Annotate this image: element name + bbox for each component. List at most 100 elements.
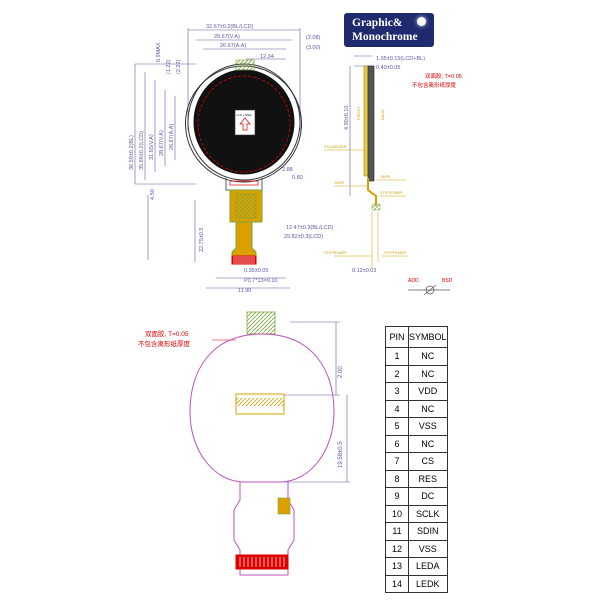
dim-aa-width: 26.67(A.A) [220,43,246,49]
brand-logo: Graphic& Monochrome [344,13,434,47]
pin-number: 4 [385,399,409,418]
pin-number: 3 [385,382,409,401]
dim-center: 12.34 [260,54,274,60]
back-fpc-contacts [235,554,289,570]
label-back: BACK [380,109,385,120]
back-note-line1: 双面胶, T=0.05 [145,329,189,338]
pin-symbol: VDD [408,382,448,401]
dim-back-200: 2.00 [338,366,344,378]
pin-symbol: VSS [408,539,448,558]
dim-h-lcd: 35.66±0.2(LCD) [139,131,145,170]
panel-label-text: LCD LABEL [236,113,253,117]
bottom-back-view: 双面胶, T=0.05 不包含离形纸厚度 2.00 19.58±0.5 [138,311,350,576]
pin-symbol: CS [408,452,448,471]
back-fpc-component [277,497,291,515]
pin-number: 6 [385,434,409,453]
side-stiffener [371,203,381,211]
pin-symbol: LEDK [408,574,448,593]
dim-222: (2.22) [176,59,182,74]
pin-number: 2 [385,364,409,383]
dim-h-aa: 26.67(A.A) [169,124,175,150]
side-note-line1: 双面胶, T=0.05 [425,72,462,80]
dim-h-bl: 36.59±0.2(BL) [129,135,135,170]
back-fpc-outline [233,482,295,576]
dim-208: (2.08) [306,35,321,41]
pin-symbol: SDIN [408,522,448,541]
active-area-outline [197,75,291,173]
top-tab [235,59,255,71]
dim-t040: 0.40±0.05 [376,65,400,71]
pin-number: 7 [385,452,409,471]
label-tape-right: TAPE [380,174,390,179]
logo-line1: Graphic& [352,17,403,29]
dim-2982: 29.82±0.3(LCD) [284,234,323,240]
panel-label-box [234,109,256,136]
pin-symbol: DC [408,487,448,506]
label-stiffener-left: STIFFENER [324,250,346,255]
logo-line2: Monochrome [352,31,418,43]
dim-t012: 0.12±0.03 [352,268,376,274]
label-stiffener: STIFFENER [380,190,402,195]
label-stiffener-right: STIFFENER [384,250,406,255]
back-connector-pattern [236,398,284,406]
symbol-right-label: BSD [442,278,453,284]
dim-035: 0.35±0.05 [244,268,268,274]
pin-symbol: NC [408,399,448,418]
dim-t195: 1.95±0.15(LCD+BL) [376,56,425,62]
pin-number: 8 [385,469,409,488]
symbol-header: SYMBOL [408,326,448,348]
dim-h-va: 31.65(V.A) [149,134,155,160]
neck-mark [229,180,259,186]
side-fpc-bend [367,178,377,206]
label-polarizer: POLARIZER [324,144,347,149]
dim-pitch: P0.7*13=9.10 [244,278,278,284]
dim-1247: 12.47±0.3(BL/LCD) [286,225,334,231]
dim-h-va2: 28.67(V.A) [159,130,165,156]
dim-back-1958: 19.58±0.5 [338,441,344,468]
pin-symbol: NC [408,347,448,366]
pin-symbol: NC [408,434,448,453]
top-front-view: 32.67±0.2(BL/LCD) 28.67(V.A) 26.67(A.A) … [129,24,334,294]
fpc-upper-pattern [235,193,257,219]
pin-table-header: PIN SYMBOL [385,326,448,348]
dim-450: 4.50 [150,189,156,200]
pin-number: 1 [385,347,409,366]
dim-080: 0.80 [292,175,303,181]
back-note-line2: 不包含离形纸厚度 [138,339,191,348]
label-front: FRONT [356,106,361,120]
pin-number: 13 [385,557,409,576]
pin-symbol: RES [408,469,448,488]
dim-300: (3.00) [306,45,321,51]
pin-number: 10 [385,504,409,523]
pin-number: 11 [385,522,409,541]
orientation-arrow-icon [239,117,251,131]
label-tape-left: TAPE [334,180,344,185]
pin-number: 9 [385,487,409,506]
back-top-tab [246,311,276,335]
dim-1190: 11.90 [238,288,251,294]
side-glass-layer [363,65,369,177]
side-view: 1.95±0.15(LCD+BL) 0.40±0.05 双面胶, T=0.05 … [324,55,462,296]
dim-va-width: 28.67(V.A) [214,34,240,40]
pin-number: 14 [385,574,409,593]
dim-122: (1.22) [166,59,172,74]
pin-number: 5 [385,417,409,436]
side-backlight-layer [367,65,375,182]
symbol-left-label: ADD [408,278,419,284]
projection-symbol-icon [408,284,450,296]
